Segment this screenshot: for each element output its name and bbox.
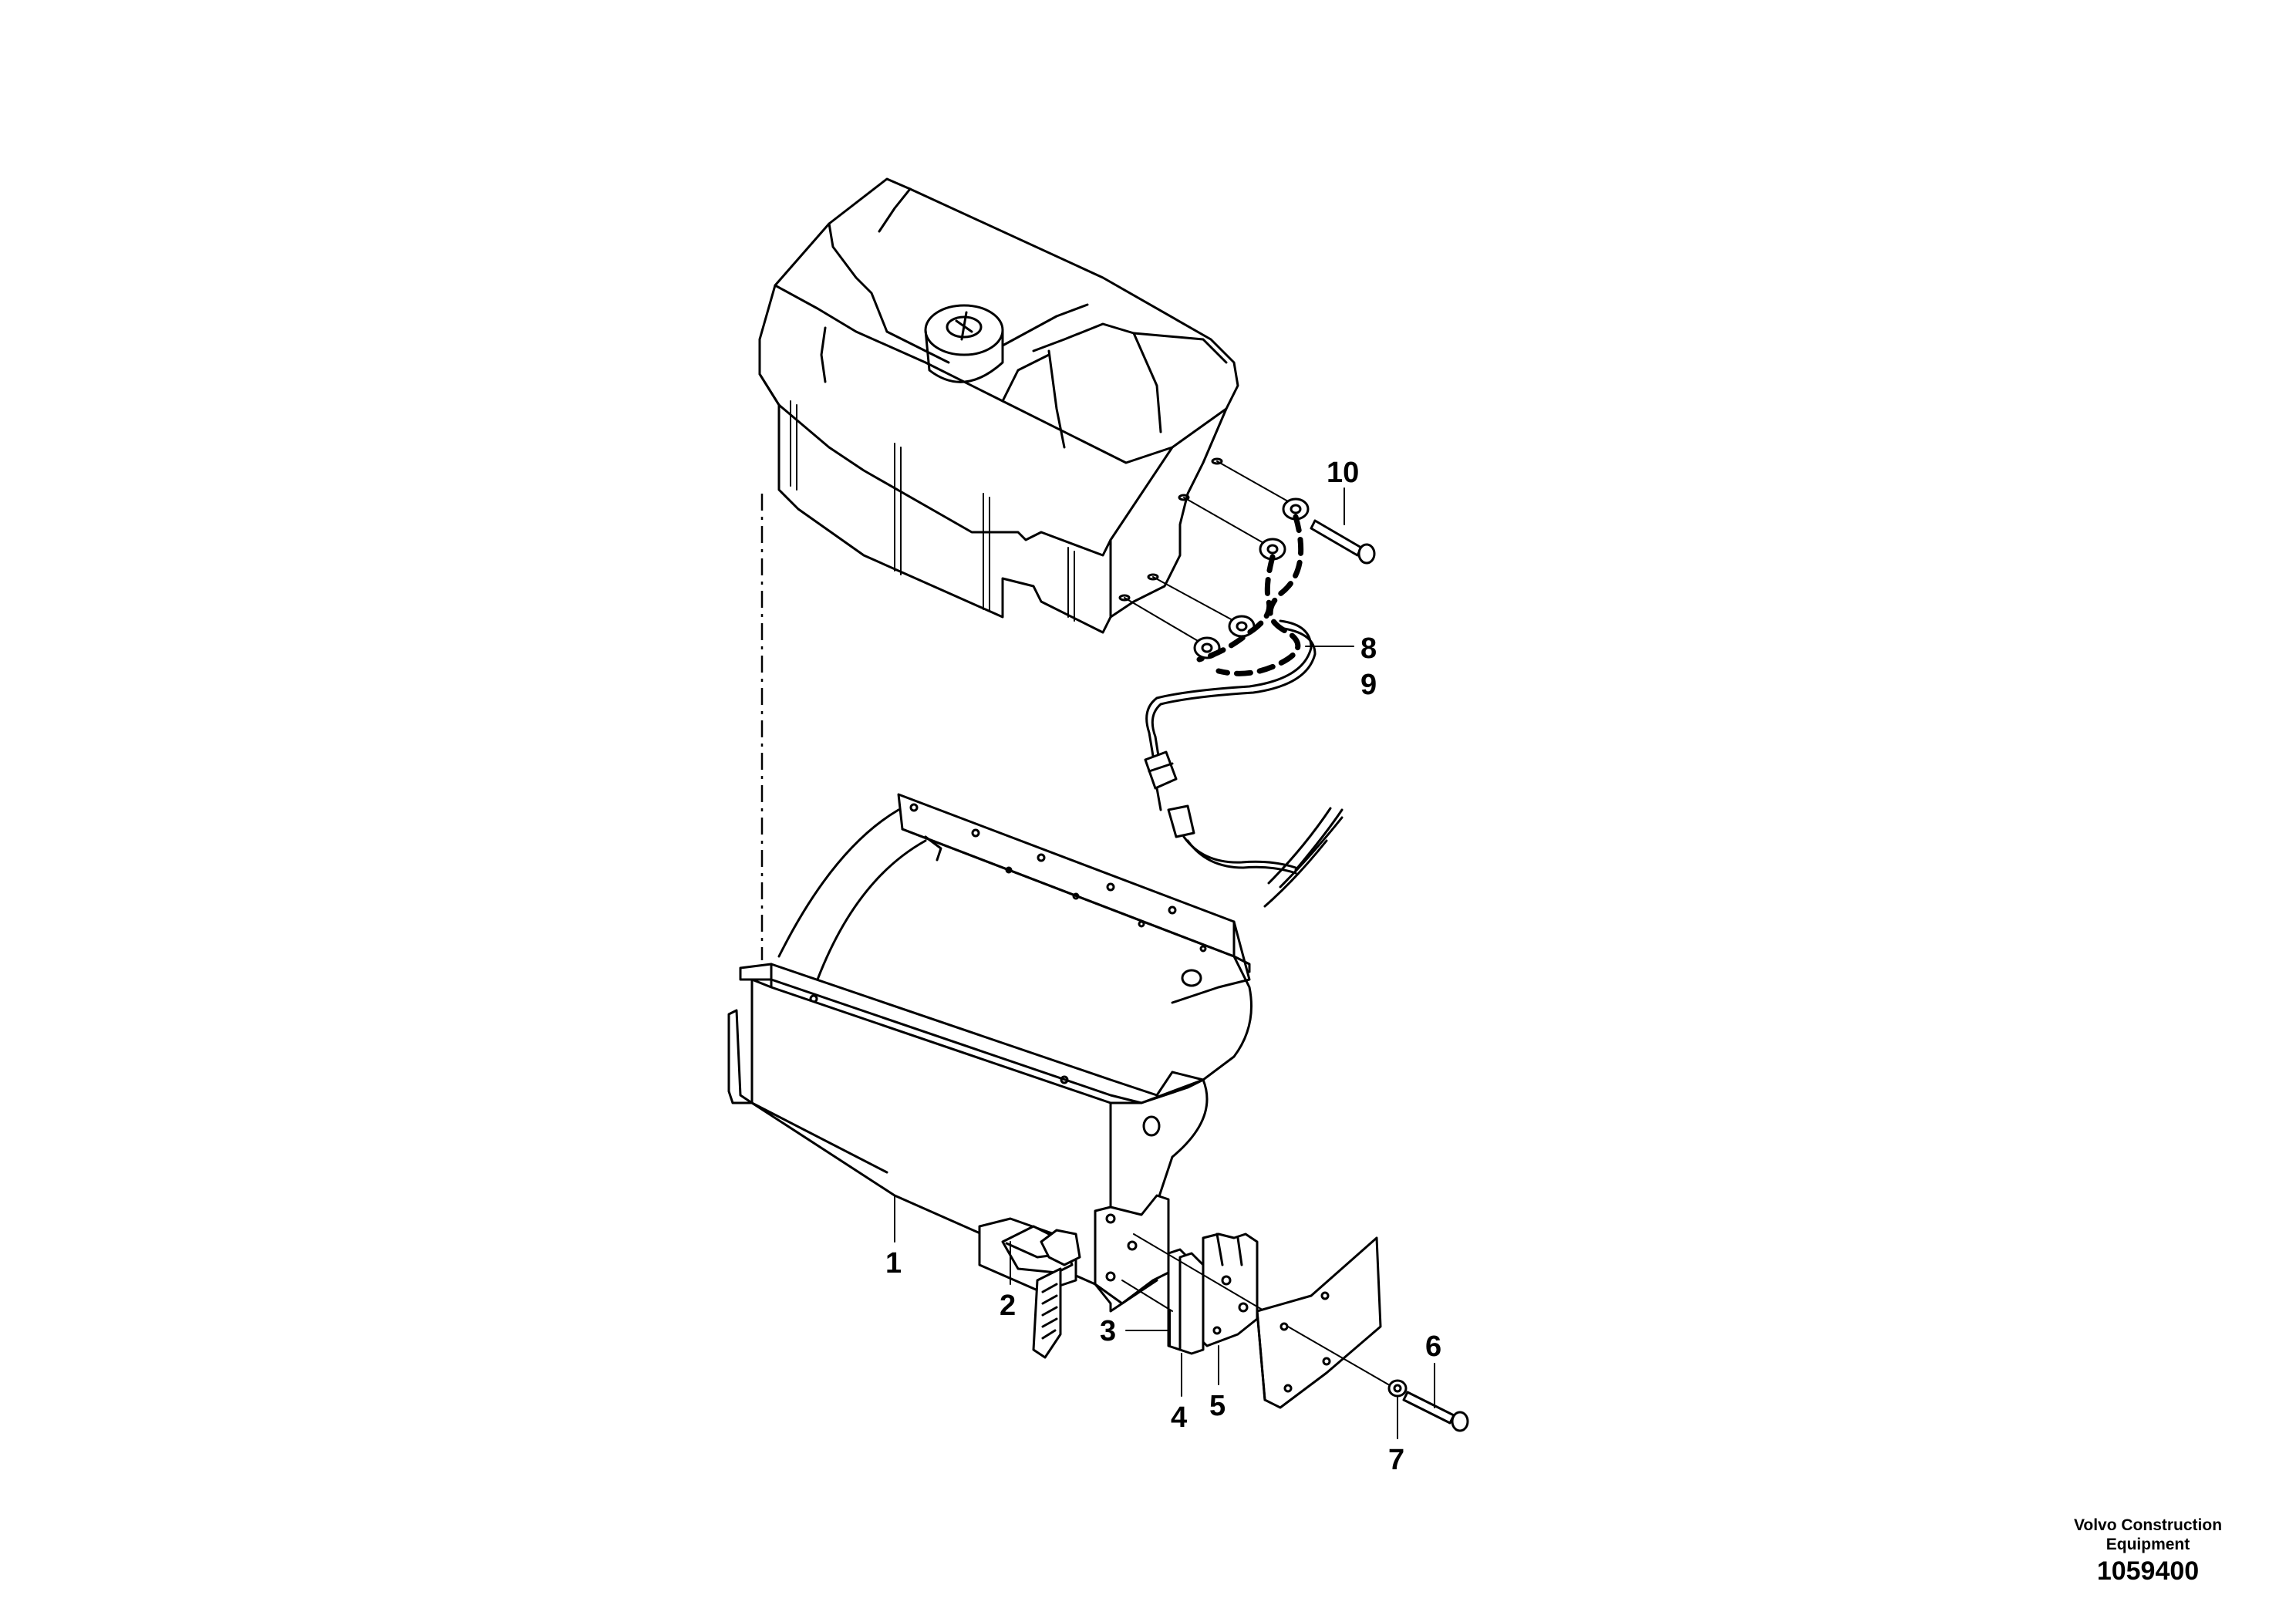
level-sensor-cable (1144, 514, 1344, 908)
connector (1144, 750, 1178, 790)
tank (758, 177, 1239, 634)
bolt-6 (1387, 1379, 1469, 1432)
callout-4: 4 (1171, 1401, 1187, 1434)
footer-company-line2: Equipment (2106, 1536, 2190, 1553)
callout-7: 7 (1388, 1444, 1404, 1476)
callout-2: 2 (1000, 1290, 1016, 1322)
callout-5: 5 (1209, 1390, 1226, 1422)
fastener-lines (1124, 460, 1289, 645)
footer-company-line1: Volvo Construction (2073, 1516, 2223, 1534)
mounting-plates (1094, 1194, 1266, 1355)
leader-lines (894, 487, 1435, 1439)
tank-bracket (727, 793, 1253, 1313)
callout-1: 1 (885, 1247, 902, 1280)
drawing-number: 1059400 (2096, 1556, 2200, 1586)
frame-plate (1256, 1236, 1389, 1409)
footer-company: Volvo Construction Equipment (2048, 1516, 2248, 1554)
callout-labels: 10 8 9 1 2 3 4 5 6 7 (885, 457, 1441, 1476)
leader-3 (1125, 1310, 1171, 1347)
bolt-10 (1310, 519, 1376, 565)
callout-9: 9 (1360, 669, 1377, 701)
callout-10: 10 (1327, 457, 1359, 489)
callout-8: 8 (1360, 632, 1377, 665)
callout-6: 6 (1425, 1330, 1441, 1363)
holder-clip (1001, 1225, 1081, 1359)
callout-3: 3 (1100, 1315, 1116, 1347)
